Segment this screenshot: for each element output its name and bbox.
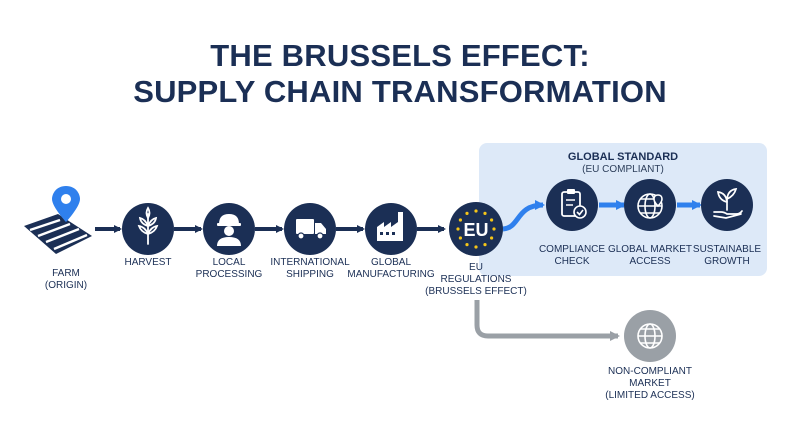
arrow-eu-noncompliant — [474, 300, 620, 341]
label-market: GLOBAL MARKET ACCESS — [605, 244, 695, 268]
eu-star — [458, 218, 462, 222]
label-manufacturing-line1: GLOBAL — [370, 257, 412, 268]
globe-icon — [637, 323, 663, 349]
eu-star — [483, 211, 487, 215]
farm-field-icon — [24, 214, 92, 254]
eu-star — [490, 236, 494, 240]
eu-star — [458, 236, 462, 240]
label-noncompliant-line1: NON-COMPLIANT — [608, 366, 692, 377]
checklist-icon — [561, 189, 587, 219]
eu-star — [483, 243, 487, 247]
harvest-node — [122, 203, 174, 255]
label-shipping: INTERNATIONAL SHIPPING — [265, 257, 355, 281]
label-manufacturing-line2: MANUFACTURING — [347, 269, 435, 280]
label-processing: LOCAL PROCESSING — [189, 257, 269, 281]
global-standard-subtitle: (EU COMPLIANT) — [582, 164, 664, 175]
label-compliance-line2: CHECK — [554, 256, 590, 267]
eu-regulations-node: EU — [449, 202, 503, 256]
label-eu-line2: REGULATIONS — [440, 274, 512, 285]
label-noncompliant-line2: MARKET — [629, 378, 671, 389]
factory-icon — [377, 212, 403, 241]
worker-icon — [217, 214, 241, 246]
eu-star — [474, 245, 478, 249]
manufacturing-node — [365, 203, 417, 255]
label-eu: EU REGULATIONS (BRUSSELS EFFECT) — [421, 262, 531, 298]
label-shipping-line2: SHIPPING — [286, 269, 334, 280]
label-market-line2: ACCESS — [629, 256, 671, 267]
label-manufacturing: GLOBAL MANUFACTURING — [346, 257, 436, 281]
eu-badge-text: EU — [463, 220, 488, 240]
diagram-title-line2: SUPPLY CHAIN TRANSFORMATION — [133, 74, 667, 109]
eu-stars-icon — [456, 209, 496, 249]
label-growth-line2: GROWTH — [704, 256, 750, 267]
location-pin-icon — [52, 186, 80, 222]
eu-star — [492, 227, 496, 231]
label-farm: FARM (ORIGIN) — [26, 268, 106, 292]
label-farm-line1: FARM — [52, 268, 80, 279]
label-shipping-line1: INTERNATIONAL — [270, 257, 350, 268]
non-compliant-node — [624, 310, 676, 362]
label-processing-line1: LOCAL — [212, 257, 246, 268]
eu-star — [490, 218, 494, 222]
label-market-line1: GLOBAL MARKET — [607, 244, 693, 255]
processing-node — [203, 203, 255, 255]
arrow-eu-compliance — [502, 200, 545, 232]
wheat-icon — [137, 206, 159, 245]
eu-star — [465, 243, 469, 247]
label-compliance: COMPLIANCE CHECK — [532, 244, 612, 268]
truck-icon — [296, 219, 326, 240]
compliance-node — [546, 179, 598, 231]
diagram-title-line1: THE BRUSSELS EFFECT: — [210, 38, 590, 73]
shipping-node — [284, 203, 336, 255]
label-growth: SUSTAINABLE GROWTH — [688, 244, 766, 268]
label-growth-line1: SUSTAINABLE — [692, 244, 762, 255]
label-harvest-line1: HARVEST — [124, 257, 172, 268]
label-harvest: HARVEST — [108, 257, 188, 269]
label-processing-line2: PROCESSING — [195, 269, 263, 280]
label-compliance-line1: COMPLIANCE — [538, 244, 606, 255]
globe-pin-icon — [637, 193, 663, 219]
global-standard-title: GLOBAL STANDARD — [567, 151, 679, 163]
label-eu-line3: (BRUSSELS EFFECT) — [425, 286, 527, 297]
connector-arrows — [95, 200, 702, 341]
global-market-node — [624, 179, 676, 231]
label-noncompliant-line3: (LIMITED ACCESS) — [605, 390, 695, 401]
eu-star — [456, 227, 460, 231]
hand-plant-icon — [713, 187, 743, 219]
eu-star — [465, 211, 469, 215]
eu-star — [474, 209, 478, 213]
sustainable-growth-node — [701, 179, 753, 231]
label-farm-line2: (ORIGIN) — [44, 280, 88, 291]
label-noncompliant: NON-COMPLIANT MARKET (LIMITED ACCESS) — [595, 366, 705, 402]
label-eu-line1: EU — [469, 262, 483, 273]
